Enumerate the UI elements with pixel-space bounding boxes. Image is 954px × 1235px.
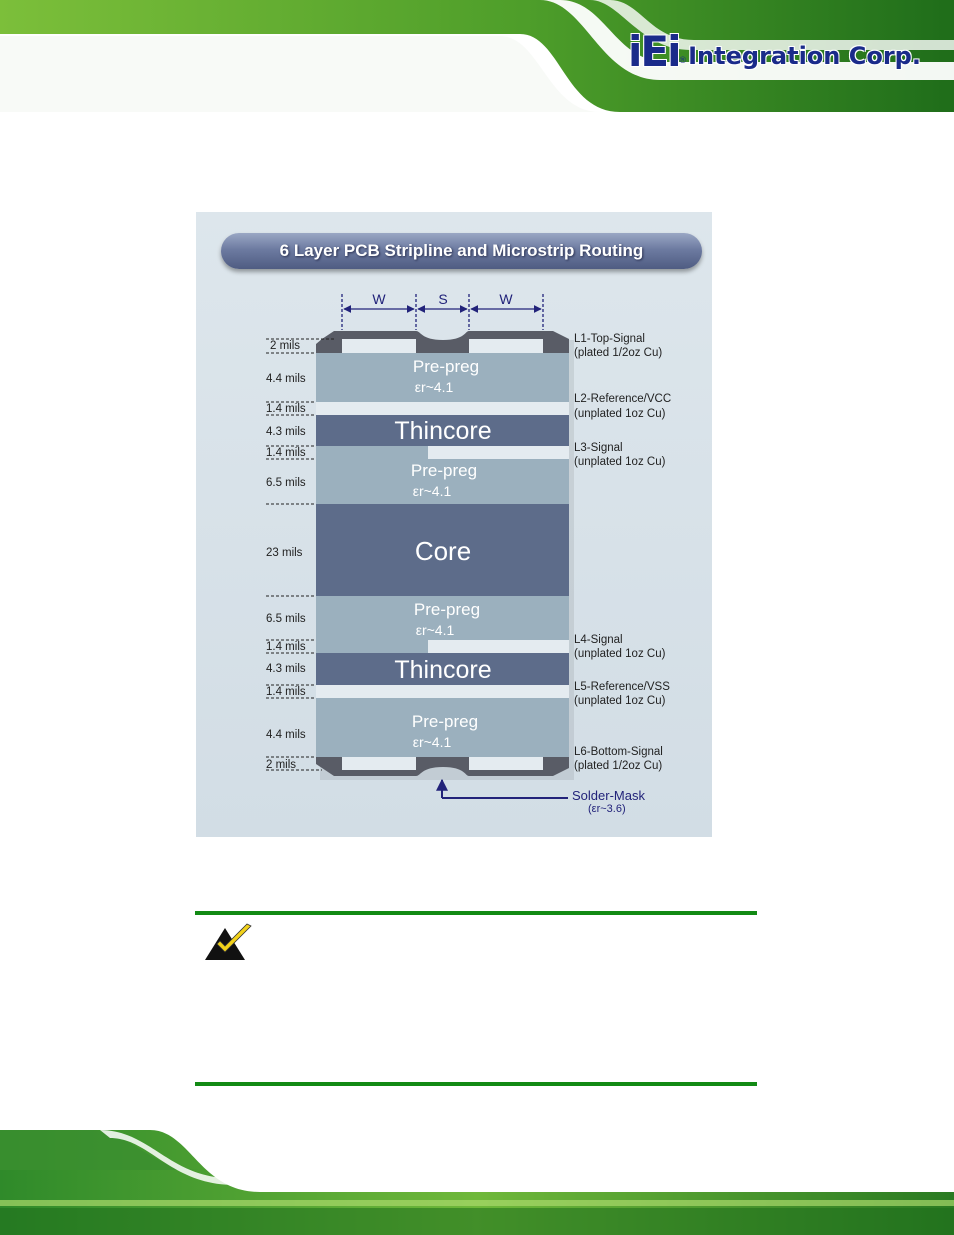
layer-detail: (plated 1/2oz Cu) <box>574 347 662 359</box>
layer-name: L2-Reference/VCC <box>574 393 671 405</box>
top-solder-mask <box>316 331 569 353</box>
thincore-layer-2 <box>316 653 569 685</box>
material-permittivity: εr~4.1 <box>415 379 454 395</box>
l2-plane <box>316 402 569 415</box>
thickness-label: 4.4 mils <box>266 729 306 741</box>
layer-detail: (unplated 1oz Cu) <box>574 456 666 468</box>
diagram-title-bar <box>221 233 702 269</box>
thickness-label: 4.3 mils <box>266 663 306 675</box>
layer-name: L4-Signal <box>574 634 623 646</box>
top-trace-right <box>469 339 543 353</box>
dimension-s-label: S <box>438 291 447 307</box>
material-permittivity: εr~4.1 <box>416 622 455 638</box>
solder-mask-permittivity: (εr~3.6) <box>588 803 626 815</box>
logo-registered-mark: ® <box>679 55 687 65</box>
thincore-layer-1 <box>316 415 569 446</box>
l5-plane <box>316 685 569 698</box>
l3-trace <box>428 446 569 459</box>
checkmark-note-icon <box>205 923 252 960</box>
layer-detail: (unplated 1oz Cu) <box>574 648 666 660</box>
thickness-label: 23 mils <box>266 547 303 559</box>
logo-mark: iEi <box>628 26 682 76</box>
material-label: Pre-preg <box>411 461 477 480</box>
header-banner <box>0 0 954 112</box>
material-permittivity: εr~4.1 <box>413 483 452 499</box>
solder-mask-label: Solder-Mask <box>572 788 645 803</box>
thickness-label: 2 mils <box>266 759 296 771</box>
layer-name: L6-Bottom-Signal <box>574 746 663 758</box>
material-label: Thincore <box>394 417 491 445</box>
prepreg-layer-3 <box>316 596 569 640</box>
material-permittivity: εr~4.1 <box>413 734 452 750</box>
l4-trace <box>428 640 569 653</box>
dimension-w2-label: W <box>499 291 513 307</box>
material-label: Pre-preg <box>414 600 480 619</box>
core-layer <box>316 504 569 596</box>
thickness-label: 2 mils <box>270 340 300 352</box>
trace-dimension-markers <box>341 294 544 330</box>
material-label: Thincore <box>394 656 491 684</box>
note-top-rule <box>195 911 757 915</box>
material-label: Core <box>415 536 471 566</box>
diagram-title: 6 Layer PCB Stripline and Microstrip Rou… <box>279 241 644 260</box>
layer-detail: (plated 1/2oz Cu) <box>574 760 662 772</box>
layer-name: L5-Reference/VSS <box>574 681 670 693</box>
thickness-label: 1.4 mils <box>266 403 306 415</box>
bottom-solder-mask <box>316 757 569 776</box>
prepreg-layer-2 <box>316 459 569 504</box>
thickness-guides <box>266 338 336 771</box>
dimension-w1-label: W <box>372 291 386 307</box>
prepreg-layer-1 <box>316 353 569 402</box>
thickness-label: 6.5 mils <box>266 477 306 489</box>
bottom-trace-left <box>342 757 416 770</box>
layer-name: L1-Top-Signal <box>574 333 645 345</box>
thickness-label: 1.4 mils <box>266 447 306 459</box>
layer-name: L3-Signal <box>574 442 623 454</box>
thickness-label: 6.5 mils <box>266 613 306 625</box>
prepreg-layer-4 <box>316 698 569 757</box>
footer-banner <box>0 1130 954 1235</box>
solder-mask-callout <box>436 778 568 799</box>
thickness-label: 1.4 mils <box>266 641 306 653</box>
layer-detail: (unplated 1oz Cu) <box>574 695 666 707</box>
thickness-label: 4.3 mils <box>266 426 306 438</box>
thickness-label: 4.4 mils <box>266 373 306 385</box>
layer-detail: (unplated 1oz Cu) <box>574 408 666 420</box>
logo-text: Integration Corp. <box>688 42 921 70</box>
note-bottom-rule <box>195 1082 757 1086</box>
top-trace-left <box>342 339 416 353</box>
material-label: Pre-preg <box>412 712 478 731</box>
company-logo: iEi ® Integration Corp. <box>628 26 921 76</box>
thickness-label: 1.4 mils <box>266 686 306 698</box>
bottom-trace-right <box>469 757 543 770</box>
material-label: Pre-preg <box>413 357 479 376</box>
